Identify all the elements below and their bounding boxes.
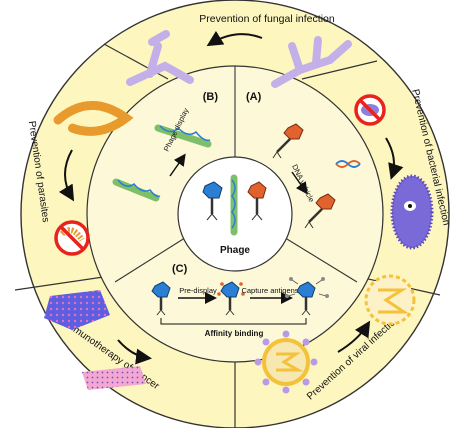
parasite-cycle-arrow-icon (58, 149, 75, 202)
center-phage-orange-icon (247, 181, 267, 221)
panel-c-label: (C) (172, 263, 188, 275)
parasite-worm-icon (53, 101, 134, 136)
center-phage-blue-icon (202, 181, 223, 221)
cancer-cycle-arrow-icon (117, 339, 152, 365)
phage-a-bottom-icon (304, 193, 336, 229)
center-phage-filament-icon (230, 174, 238, 236)
fungal-cycle-arrow-icon (206, 30, 263, 47)
phage-c-1-icon (151, 281, 171, 316)
fungal-hyphae-icon (126, 30, 352, 88)
virus-capsid-icon (364, 274, 416, 326)
cancer-cells-icon (44, 290, 146, 390)
label-fungal: Prevention of fungal infection (199, 13, 335, 25)
phage-display-arrow-icon (169, 153, 186, 177)
dna-helix-icon (335, 160, 361, 168)
inner-dividers (114, 66, 358, 283)
phage-c-3-icon (285, 277, 329, 316)
phage-display-filament-bottom-icon (112, 178, 161, 202)
dna-vehicle-arrow-icon (291, 171, 308, 195)
virus-particle-icon (254, 330, 318, 394)
viral-cycle-arrow-icon (337, 320, 371, 353)
bacteria-prohibit-icon (354, 94, 386, 126)
phage-c-2-icon (217, 281, 245, 316)
phage-display-filament-top-icon (154, 124, 212, 148)
pre-display-label: Pre-display (179, 286, 217, 295)
panel-b-label: (B) (203, 91, 219, 103)
parasite-prohibit-icon (54, 220, 90, 256)
panel-a-label: (A) (246, 91, 262, 103)
affinity-binding-bracket (160, 318, 307, 325)
center-phage-label: Phage (220, 245, 250, 256)
phage-a-top-icon (272, 123, 304, 159)
bacteria-cycle-arrow-icon (385, 137, 404, 180)
capture-antigens-label: Capture antigens (241, 286, 298, 295)
affinity-binding-label: Affinity binding (205, 329, 264, 338)
bacterium-icon (390, 174, 434, 250)
